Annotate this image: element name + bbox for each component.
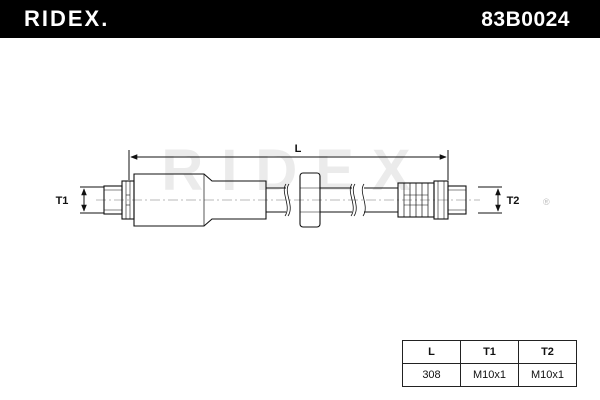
hose-assembly	[103, 172, 467, 228]
header-bar: RIDEX. 83B0024	[0, 0, 600, 38]
part-number: 83B0024	[481, 8, 570, 31]
mounting-bracket	[299, 172, 321, 228]
spec-header-l: L	[402, 340, 461, 364]
spec-header-t2: T2	[518, 340, 577, 364]
spec-table-value-row: 308 M10x1 M10x1	[402, 363, 577, 387]
spec-value-t1: M10x1	[460, 363, 519, 387]
left-ferrule	[133, 173, 267, 227]
specification-table: L T1 T2 308 M10x1 M10x1	[402, 340, 577, 387]
brand-logo: RIDEX.	[24, 6, 110, 31]
dimension-label-t2: T2	[507, 195, 520, 207]
spec-value-t2: M10x1	[518, 363, 577, 387]
hose-segment-left	[266, 187, 286, 213]
dimension-label-t1: T1	[56, 195, 69, 207]
right-fitting	[397, 180, 467, 220]
dimension-label-l: L	[295, 143, 302, 155]
registered-mark: ®	[543, 197, 550, 207]
thread-2-dimension: T2	[478, 186, 520, 214]
hose-segment-middle	[320, 187, 352, 213]
thread-1-dimension: T1	[56, 186, 104, 214]
length-dimension: L	[128, 143, 449, 180]
hose-segment-right	[364, 187, 398, 213]
spec-header-t1: T1	[460, 340, 519, 364]
left-fitting	[103, 180, 135, 220]
spec-value-l: 308	[402, 363, 461, 387]
spec-table-header-row: L T1 T2	[402, 340, 577, 364]
watermark-logo: RIDEX	[161, 138, 428, 203]
